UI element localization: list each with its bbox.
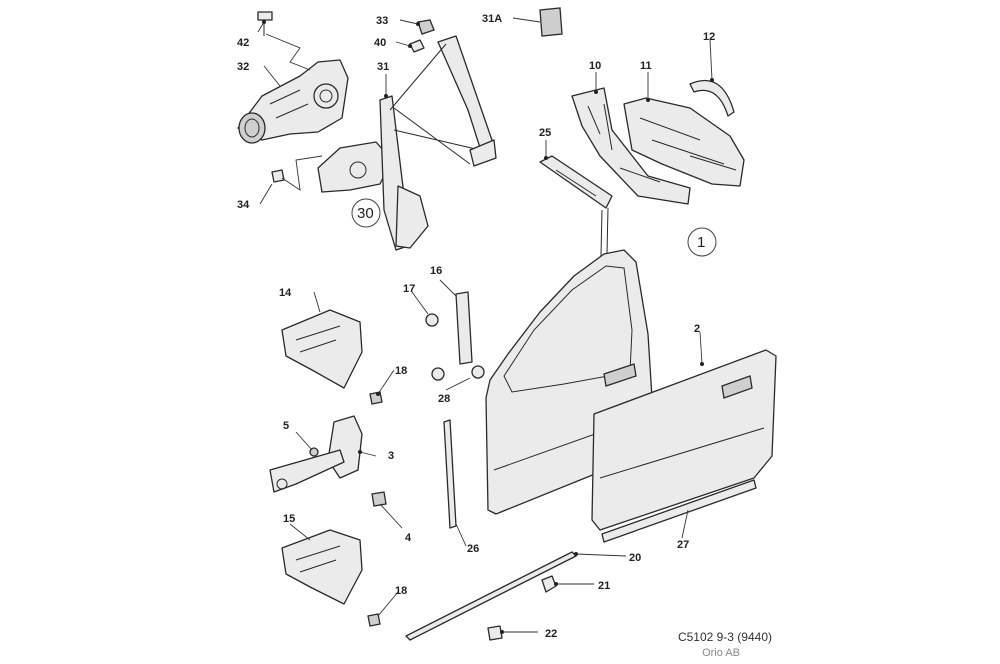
callout-25: 25 xyxy=(539,127,551,139)
callout-31A: 31A xyxy=(482,13,502,25)
circled-ref-1-ring xyxy=(687,227,717,257)
circled-ref-1: 1 xyxy=(697,234,705,251)
clip-40 xyxy=(409,39,425,53)
trim-12 xyxy=(689,79,735,117)
window-motor xyxy=(237,59,349,144)
motor-bracket xyxy=(317,141,393,193)
callout-2: 2 xyxy=(694,323,700,335)
check-strap-16 xyxy=(425,291,485,381)
insulation-10 xyxy=(571,87,691,205)
window-regulator-31 xyxy=(379,35,497,251)
bolt-4 xyxy=(371,491,387,507)
insulation-11 xyxy=(623,97,745,187)
callout-12: 12 xyxy=(703,31,715,43)
moulding-27 xyxy=(601,479,757,543)
callout-20: 20 xyxy=(629,552,641,564)
callout-5: 5 xyxy=(283,420,289,432)
callout-21: 21 xyxy=(598,580,610,592)
lower-hinge-15 xyxy=(281,529,363,605)
callout-33: 33 xyxy=(376,15,388,27)
copyright-brand: Orio AB xyxy=(702,647,740,659)
callout-27: 27 xyxy=(677,539,689,551)
callout-26: 26 xyxy=(467,543,479,555)
callout-16: 16 xyxy=(430,265,442,277)
callout-40: 40 xyxy=(374,37,386,49)
pad-31A xyxy=(539,7,563,37)
sill-strip-20 xyxy=(405,551,577,641)
callout-18-upper: 18 xyxy=(395,365,407,377)
upper-hinge-14 xyxy=(281,309,363,389)
circled-ref-30: 30 xyxy=(357,205,374,222)
bolt-18-lower xyxy=(367,613,381,627)
bracket-25 xyxy=(539,155,613,209)
callout-18-lower: 18 xyxy=(395,585,407,597)
motor-screw-42 xyxy=(257,11,273,36)
callout-42: 42 xyxy=(237,37,249,49)
circled-ref-30-ring xyxy=(351,198,381,228)
clip-21 xyxy=(541,575,557,593)
callout-3: 3 xyxy=(388,450,394,462)
clip-33 xyxy=(417,19,435,35)
seal-26 xyxy=(443,419,457,529)
callout-22: 22 xyxy=(545,628,557,640)
callout-14: 14 xyxy=(279,287,292,299)
callout-17: 17 xyxy=(403,283,415,295)
callout-11: 11 xyxy=(640,60,652,72)
callout-31: 31 xyxy=(377,61,389,73)
diagram-code: C5102 9-3 (9440) xyxy=(677,630,772,644)
callout-10: 10 xyxy=(589,60,601,72)
bracket-screw-34 xyxy=(271,169,285,183)
callout-4: 4 xyxy=(405,532,412,544)
callout-32: 32 xyxy=(237,61,249,73)
bolt-18-upper xyxy=(369,391,383,405)
clip-22 xyxy=(487,625,503,641)
callout-34: 34 xyxy=(237,199,250,211)
door-check-3 xyxy=(269,415,363,493)
callout-15: 15 xyxy=(283,513,295,525)
callout-28: 28 xyxy=(438,393,450,405)
outer-door-panel-2 xyxy=(591,349,777,531)
